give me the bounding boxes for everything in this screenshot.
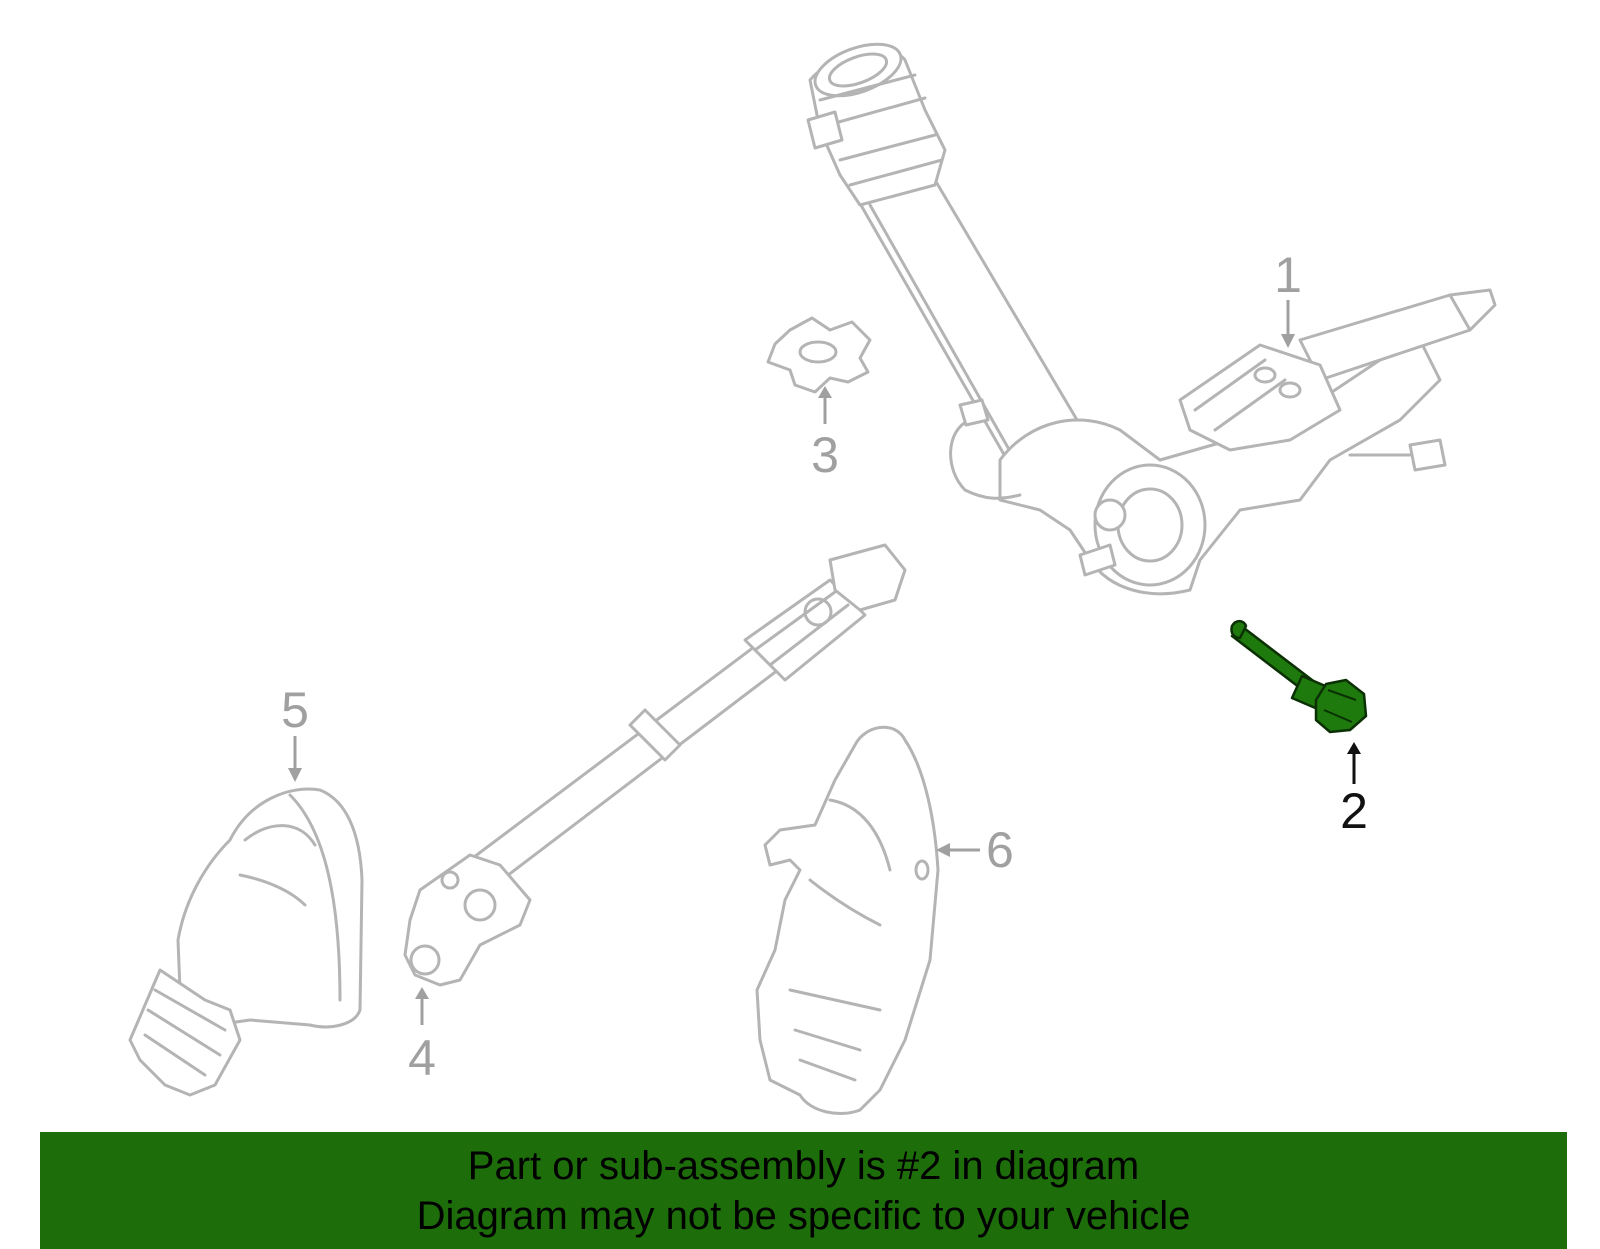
lower-trim-cover	[755, 725, 940, 1115]
svg-text:3: 3	[811, 427, 839, 483]
svg-text:2: 2	[1340, 783, 1368, 839]
svg-text:4: 4	[408, 1030, 436, 1086]
info-banner: Part or sub-assembly is #2 in diagram Di…	[40, 1132, 1567, 1249]
column-boot-seal	[128, 787, 364, 1097]
star-cover-part	[766, 316, 872, 394]
callout-5: 5	[281, 682, 309, 782]
svg-text:6: 6	[986, 822, 1014, 878]
callout-6: 6	[936, 822, 1014, 878]
steering-column-assembly	[806, 42, 1497, 596]
callout-2: 2	[1340, 742, 1368, 839]
intermediate-shaft	[403, 543, 907, 987]
banner-line-disclaimer: Diagram may not be specific to your vehi…	[416, 1193, 1191, 1238]
svg-text:1: 1	[1274, 247, 1302, 303]
bolt-part-2	[1230, 619, 1368, 734]
callout-1: 1	[1274, 247, 1302, 348]
callout-4: 4	[408, 987, 436, 1086]
banner-line-part-number: Part or sub-assembly is #2 in diagram	[467, 1143, 1140, 1188]
svg-text:5: 5	[281, 682, 309, 738]
callout-3: 3	[811, 386, 839, 483]
